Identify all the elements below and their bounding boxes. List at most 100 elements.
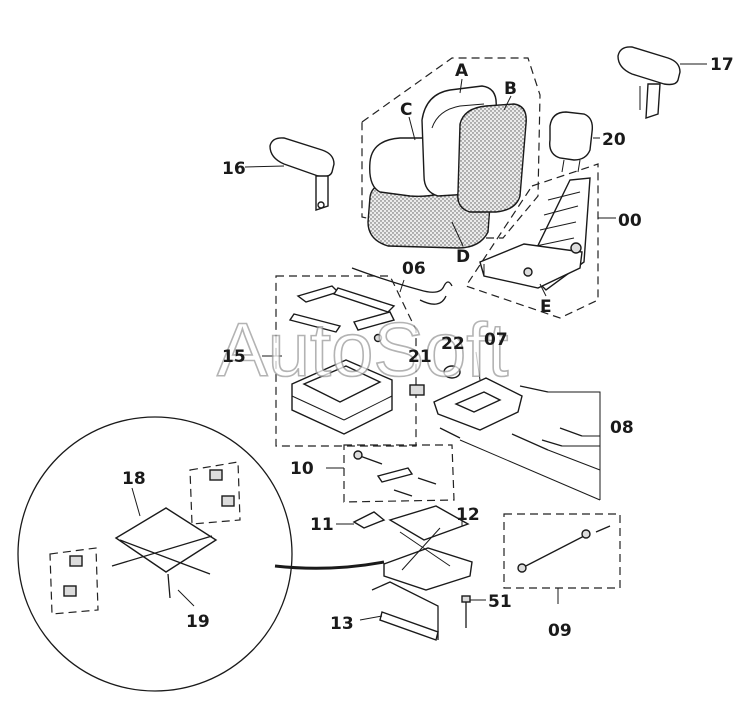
rails-group-boundary [275,275,417,447]
armrest-17-pad [617,46,681,86]
armrest-17 [617,46,707,119]
handle-13-grip [379,611,439,641]
handle-13-rod [371,581,439,640]
seat-pan [479,243,583,289]
block-3 [209,469,223,481]
bracket-10 [376,467,414,483]
springs-08 [439,385,601,501]
scissor-leg [167,573,171,599]
headrest-post-left [561,159,565,173]
bolt-10-a [359,455,383,465]
detail-pointer [274,560,385,570]
backrest-seam [431,103,485,129]
detail-circle [17,416,385,692]
label-06: 06 [402,259,426,279]
label-C: C [400,100,412,120]
leader-a [459,78,463,94]
label-07: 07 [484,330,508,350]
recliner-hub [570,242,582,254]
leader-19 [177,589,195,607]
armrest-17-bracket [645,83,661,119]
armrest-16-bracket [315,175,329,211]
knob-21 [409,384,425,396]
detail-left-boundary [49,547,99,615]
detail-circle-outline [17,416,293,692]
cushion-group-boundary [361,57,541,239]
label-51: 51 [488,592,512,612]
suspension-group [336,505,473,591]
hardware-10 [326,444,455,503]
spring-4 [511,433,549,451]
base-box-lip-2 [343,395,393,421]
scissor-link [399,527,451,571]
label-16: 16 [222,159,246,179]
scissor-arm-2 [111,535,213,567]
handle-13 [359,581,439,641]
bolt-51 [461,595,486,628]
suspension-top-12 [388,505,470,541]
bolt-10-c [393,489,413,497]
frame-bar-4 [535,237,575,247]
leader-13 [359,615,383,621]
mechanism-07-inner [454,391,502,413]
frame-bar-1 [547,191,581,201]
label-22: 22 [441,334,465,354]
bolt-10-b [417,477,437,485]
slide-rail-group-15 [262,275,417,447]
watermark: AutoSoft [217,308,509,393]
leader-b [503,95,512,111]
label-11: 11 [310,515,334,535]
block-1 [69,555,83,567]
headrest-post-right [577,159,581,173]
base-box-lip [291,395,345,421]
rail-bolt [373,333,383,343]
spring-1 [519,385,549,393]
label-00: 00 [618,211,642,231]
label-18: 18 [122,469,146,489]
seat-frame-group [465,163,616,319]
bolt-51-head [461,595,471,603]
label-15: 15 [222,347,246,367]
label-19: 19 [186,612,210,632]
rail-lower-right [352,311,396,331]
label-21: 21 [408,347,432,367]
shock-09 [503,513,621,604]
shock-end-b [581,529,591,539]
callout-labels: A B C D E 00 06 07 08 09 10 11 12 13 15 … [122,55,734,641]
frame-bar-3 [539,221,577,231]
leader-e [539,283,547,297]
label-17: 17 [710,55,734,75]
base-box-top [302,365,382,403]
armrest-16-bolt [317,201,325,209]
label-12: 12 [456,505,480,525]
armrest-16-pad [269,137,335,178]
rail-upper-left [296,285,340,303]
label-E: E [540,297,552,317]
pivot-hub [523,267,533,277]
frame-bar-2 [543,205,579,216]
shock-body [517,533,589,571]
controls-group [409,351,523,431]
block-2 [63,585,77,597]
label-08: 08 [610,418,634,438]
clip-11 [352,511,386,529]
label-B: B [504,79,517,99]
hardware-group-boundary [343,444,455,503]
spring-2 [559,427,583,437]
headrest-pad [549,111,594,161]
label-13: 13 [330,614,354,634]
label-10: 10 [290,459,314,479]
leader-18 [131,487,141,517]
spring-5 [439,427,461,439]
spring-3 [541,439,563,447]
leader-c [408,116,416,141]
shock-end-a [517,563,527,573]
detail-right-boundary [189,461,241,525]
suspension-base [383,547,473,591]
scissor-arm-1 [119,539,211,575]
seat-cushion-group [361,57,541,249]
label-D: D [456,247,470,267]
leader-08 [459,391,601,501]
